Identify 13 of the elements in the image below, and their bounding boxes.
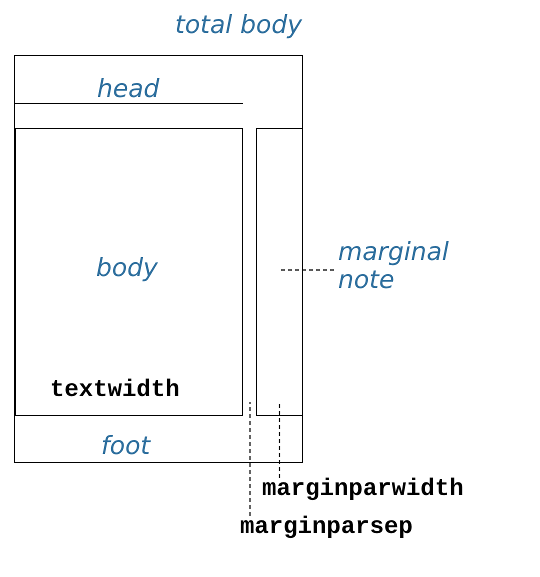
- section-label: total body: [175, 11, 302, 38]
- section-label: foot: [101, 432, 150, 460]
- section-label: head: [97, 75, 160, 102]
- text-body-box: [15, 128, 243, 416]
- leader-line: [280, 269, 334, 271]
- annotation-label: marginal note: [338, 238, 488, 304]
- margin-column-box: [256, 128, 303, 416]
- dimension-label: textwidth: [50, 377, 180, 404]
- dimension-label: marginparwidth: [262, 476, 512, 506]
- leader-line: [278, 402, 280, 478]
- section-label: body: [96, 254, 158, 282]
- leader-line: [249, 402, 251, 516]
- dimension-label: marginparsep: [240, 514, 460, 544]
